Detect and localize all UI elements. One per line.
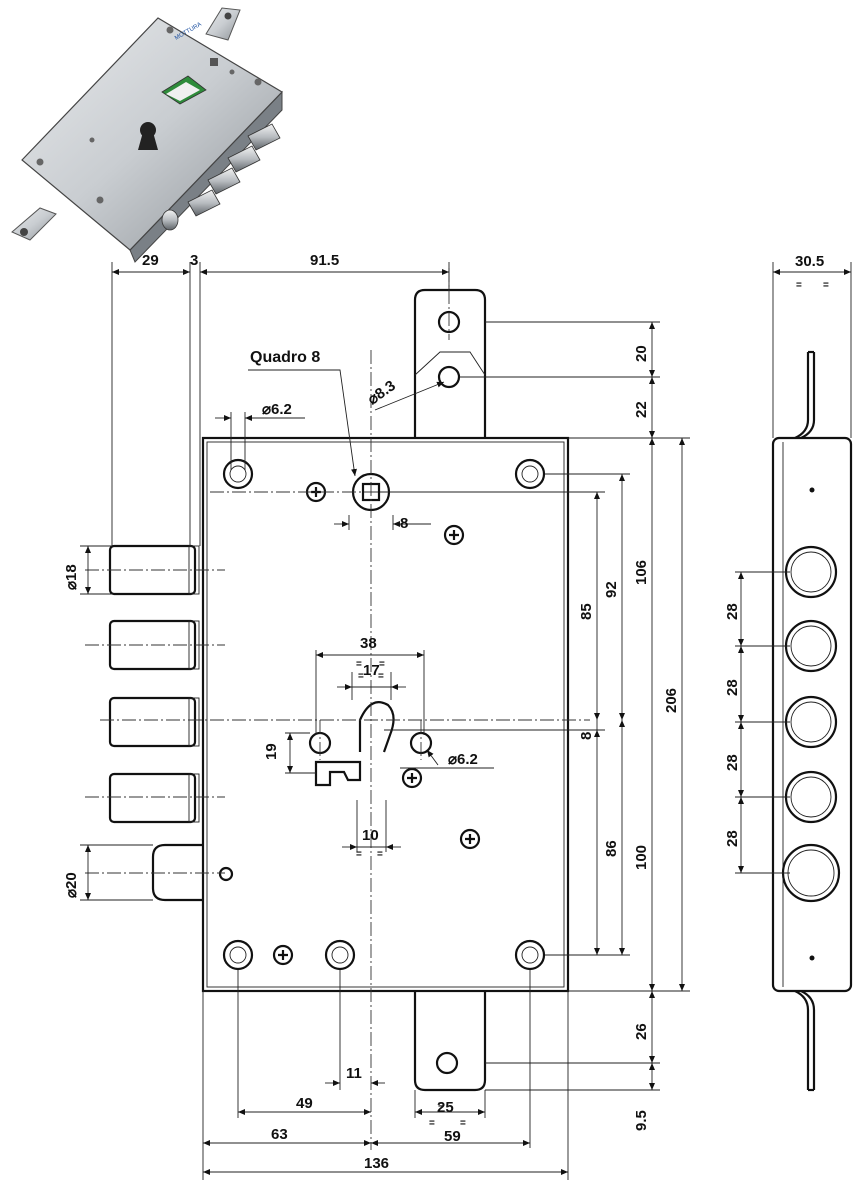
dimension-lines (85, 269, 685, 1175)
dim-6-2-mid: ⌀6.2 (448, 751, 478, 768)
svg-text:=: = (358, 671, 364, 682)
deadbolts (108, 544, 203, 902)
dim-20-bolt: ⌀20 (63, 872, 80, 898)
dim-86: 86 (603, 840, 620, 857)
dim-11: 11 (346, 1065, 362, 1082)
dim-19: 19 (263, 743, 280, 760)
dim-22: 22 (633, 401, 650, 418)
dim-92: 92 (603, 581, 620, 598)
svg-text:=: = (356, 849, 362, 860)
dim-square-8: 8 (400, 515, 408, 532)
photo-bolts (161, 123, 281, 231)
dim-26: 26 (633, 1023, 650, 1040)
dim-10: 10 (362, 827, 379, 844)
dim-106: 106 (633, 560, 650, 585)
side-case-outline (771, 436, 853, 993)
dim-63: 63 (271, 1126, 288, 1143)
quadro-8-label: Quadro 8 (250, 349, 320, 366)
top-strike-tab (413, 288, 487, 438)
dim-8-3: ⌀8.3 (365, 377, 399, 408)
dimension-labels: 29 3 91.5 Quadro 8 ⌀6.2 ⌀8.3 8 38 17 19 … (63, 252, 680, 1172)
svg-text:=: = (379, 659, 385, 670)
side-extension-lines (735, 571, 790, 874)
svg-text:=: = (796, 280, 802, 291)
svg-text:=: = (823, 280, 829, 291)
svg-text:=: = (460, 1118, 466, 1129)
dim-3: 3 (190, 252, 198, 269)
dim-28-2: 28 (724, 679, 741, 696)
dim-85: 85 (578, 603, 595, 620)
dim-91-5: 91.5 (310, 252, 339, 269)
dim-30-5: 30.5 (795, 253, 824, 270)
dim-28-1: 28 (724, 603, 741, 620)
dim-29: 29 (142, 252, 159, 269)
dim-17: 17 (363, 662, 380, 679)
dim-100: 100 (633, 845, 650, 870)
dim-28-4: 28 (724, 830, 741, 847)
lock-case-outline (201, 436, 570, 993)
svg-text:=: = (356, 659, 362, 670)
svg-text:=: = (378, 671, 384, 682)
dim-8-mid: 8 (578, 732, 595, 740)
dim-18: ⌀18 (63, 564, 80, 590)
svg-text:=: = (429, 1118, 435, 1129)
dim-49: 49 (296, 1095, 313, 1112)
dim-25: 25 (437, 1099, 454, 1116)
dim-136: 136 (364, 1155, 389, 1172)
dim-206: 206 (663, 688, 680, 713)
side-bolt-heads (781, 545, 841, 903)
phillips-screws (218, 481, 481, 966)
dim-38: 38 (360, 635, 377, 652)
dim-59: 59 (444, 1128, 461, 1145)
side-view: 30.5 (724, 253, 853, 1092)
equal-marks: == == == == = == (356, 280, 829, 1129)
bottom-strike-tab (413, 991, 487, 1092)
extension-lines (80, 262, 690, 1180)
center-lines (85, 268, 590, 1150)
svg-text:=: = (377, 849, 383, 860)
dim-9-5: 9.5 (633, 1110, 650, 1131)
svg-text:=: = (438, 1100, 444, 1111)
front-view: == == == == = == 29 3 91.5 Quadro 8 ⌀6.2… (63, 252, 829, 1180)
lock-product-photo: MOTTURA (11, 7, 283, 263)
dim-6-2-top: ⌀6.2 (262, 401, 292, 418)
case-mounting-holes (222, 458, 546, 971)
dim-28-3: 28 (724, 754, 741, 771)
dim-20-top: 20 (633, 345, 650, 362)
cylinder-keyhole (308, 701, 433, 787)
